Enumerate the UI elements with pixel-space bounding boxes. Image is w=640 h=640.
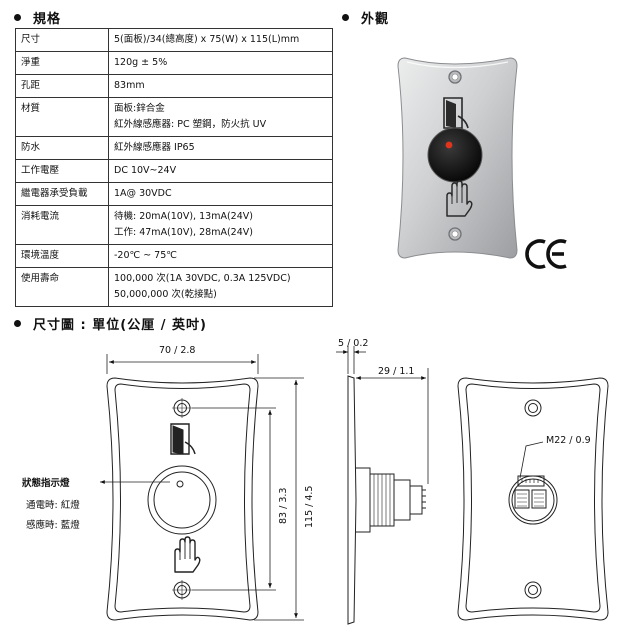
spec-value-line: -20℃ ~ 75℃: [114, 250, 177, 261]
front-dimension-lines: [100, 354, 304, 621]
spec-label: 環境溫度: [15, 244, 109, 268]
door-exit-icon: [170, 423, 196, 455]
spec-row: 防水紅外線感應器 IP65: [15, 136, 333, 160]
spec-heading-text: 規格: [33, 12, 62, 27]
spec-value: 紅外線感應器 IP65: [108, 136, 333, 160]
spec-value-line: 5(面板)/34(總高度) x 75(W) x 115(L)mm: [114, 34, 300, 45]
spec-value: DC 10V~24V: [108, 159, 333, 183]
indicator-sensing: 感應時: 藍燈: [26, 520, 80, 531]
spec-value-line: 待機: 20mA(10V), 13mA(24V): [114, 211, 253, 222]
spec-value-line: 工作: 47mA(10V), 28mA(24V): [114, 227, 253, 238]
spec-value: 5(面板)/34(總高度) x 75(W) x 115(L)mm: [108, 28, 333, 52]
bullet-icon: [342, 14, 349, 21]
spec-row: 材質面板:鋅合金紅外線感應器: PC 塑鋼，防火抗 UV: [15, 97, 333, 137]
bullet-icon: [14, 14, 21, 21]
appearance-heading-text: 外觀: [361, 12, 390, 27]
spec-value: 100,000 次(1A 30VDC, 0.3A 125VDC) 50,000,0…: [108, 267, 333, 307]
spec-label: 材質: [15, 97, 109, 137]
spec-heading: 規格: [14, 8, 61, 27]
spec-value-line: 100,000 次(1A 30VDC, 0.3A 125VDC): [114, 273, 291, 284]
status-led: [445, 141, 453, 149]
indicator-power-on: 通電時: 紅燈: [26, 500, 80, 511]
thread-dimension-label: M22 / 0.9: [546, 435, 591, 446]
front-view-drawing: [106, 377, 259, 621]
panel-thickness-dimension-label: 5 / 0.2: [338, 338, 369, 349]
depth-dimension-label: 29 / 1.1: [378, 366, 415, 377]
spec-value: 面板:鋅合金紅外線感應器: PC 塑鋼，防火抗 UV: [108, 97, 333, 137]
spec-value: 83mm: [108, 74, 333, 98]
height-dimension-label: 115 / 4.5: [304, 485, 315, 528]
spec-label: 尺寸: [15, 28, 109, 52]
hand-icon: [174, 536, 201, 573]
bullet-icon: [14, 320, 21, 327]
appearance-heading: 外觀: [342, 8, 389, 27]
spec-row: 使用壽命 100,000 次(1A 30VDC, 0.3A 125VDC) 50,0…: [15, 267, 333, 307]
spec-value-line: 紅外線感應器 IP65: [114, 142, 195, 153]
spec-value-line: 120g ± 5%: [114, 57, 168, 68]
spec-value-line: 83mm: [114, 80, 145, 91]
indicator-title: 狀態指示燈: [22, 478, 70, 489]
back-view-drawing: [457, 377, 609, 621]
spec-label: 防水: [15, 136, 109, 160]
spec-value: 120g ± 5%: [108, 51, 333, 75]
spec-value-line: 面板:鋅合金: [114, 103, 165, 114]
width-dimension-label: 70 / 2.8: [159, 345, 196, 356]
dimension-heading-text: 尺寸圖 : 單位(公厘 / 英吋): [33, 318, 207, 333]
side-dimension-lines: [336, 346, 429, 484]
spec-row: 尺寸 5(面板)/34(總高度) x 75(W) x 115(L)mm: [15, 28, 333, 52]
dimension-heading: 尺寸圖 : 單位(公厘 / 英吋): [14, 314, 207, 333]
side-view-drawing: [347, 375, 426, 625]
spec-label: 使用壽命: [15, 267, 109, 307]
hand-icon: [446, 180, 473, 217]
ce-mark: [525, 239, 567, 269]
spec-value-line: 紅外線感應器: PC 塑鋼，防火抗 UV: [114, 119, 267, 130]
spec-row: 環境溫度 -20℃ ~ 75℃: [15, 244, 333, 268]
hole-spacing-dimension-label: 83 / 3.3: [278, 487, 289, 524]
spec-value: 待機: 20mA(10V), 13mA(24V) 工作: 47mA(10V), 2…: [108, 205, 333, 245]
spec-label: 孔距: [15, 74, 109, 98]
spec-value-line: 50,000,000 次(乾接點): [114, 289, 217, 300]
spec-value-line: 1A@ 30VDC: [114, 188, 172, 199]
door-exit-icon: [443, 97, 469, 129]
spec-row: 孔距 83mm: [15, 74, 333, 98]
ir-sensor: [427, 127, 483, 183]
spec-value: 1A@ 30VDC: [108, 182, 333, 206]
spec-row: 消耗電流待機: 20mA(10V), 13mA(24V)工作: 47mA(10V…: [15, 205, 333, 245]
spec-value-line: DC 10V~24V: [114, 165, 177, 176]
product-photo: [397, 57, 518, 259]
